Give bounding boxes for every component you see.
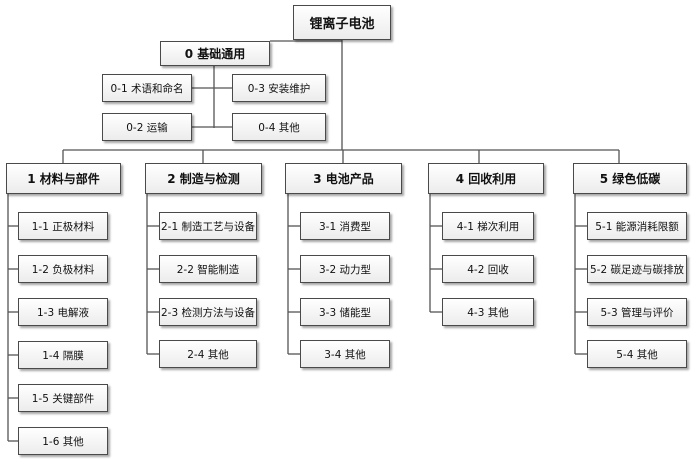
manufacturing-item: 2-4 其他	[159, 340, 257, 368]
item-label: 1-3 电解液	[37, 306, 89, 319]
green-item: 5-4 其他	[587, 340, 687, 368]
root-node: 锂离子电池	[293, 5, 391, 40]
products-item: 3-4 其他	[300, 340, 390, 368]
item-label: 5-2 碳足迹与碳排放	[590, 263, 684, 276]
products-item: 3-3 储能型	[300, 298, 390, 326]
category-label: 2 制造与检测	[167, 172, 240, 186]
item-label: 1-2 负极材料	[31, 263, 95, 276]
products-item: 3-2 动力型	[300, 255, 390, 283]
products-item: 3-1 消费型	[300, 212, 390, 240]
item-label: 0-1 术语和命名	[110, 82, 184, 95]
item-label: 0-4 其他	[258, 121, 300, 134]
manufacturing-item: 2-1 制造工艺与设备	[159, 212, 257, 240]
manufacturing-item: 2-3 检测方法与设备	[159, 298, 257, 326]
category-node-materials: 1 材料与部件	[6, 163, 121, 194]
item-label: 1-6 其他	[42, 435, 84, 448]
category-node-manufacturing: 2 制造与检测	[145, 163, 262, 194]
root-label: 锂离子电池	[309, 17, 375, 32]
item-label: 3-1 消费型	[319, 220, 371, 233]
item-label: 1-5 关键部件	[31, 392, 95, 405]
item-label: 3-2 动力型	[319, 263, 371, 276]
category-node-products: 3 电池产品	[285, 163, 402, 194]
item-label: 4-1 梯次利用	[456, 220, 520, 233]
recycling-item: 4-1 梯次利用	[442, 212, 534, 240]
item-label: 2-4 其他	[187, 348, 229, 361]
item-label: 0-2 运输	[126, 121, 168, 134]
category-label: 5 绿色低碳	[599, 172, 661, 186]
materials-item: 1-5 关键部件	[18, 384, 108, 412]
materials-item: 1-6 其他	[18, 427, 108, 455]
item-label: 4-3 其他	[467, 306, 509, 319]
item-label: 2-2 智能制造	[176, 263, 240, 276]
category-node-green: 5 绿色低碳	[573, 163, 687, 194]
green-item: 5-3 管理与评价	[587, 298, 687, 326]
basic-item-installation: 0-3 安装维护	[232, 74, 326, 102]
materials-item: 1-1 正极材料	[18, 212, 108, 240]
item-label: 3-3 储能型	[319, 306, 371, 319]
materials-item: 1-4 隔膜	[18, 341, 108, 369]
category-label: 3 电池产品	[313, 172, 374, 186]
recycling-item: 4-2 回收	[442, 255, 534, 283]
item-label: 1-4 隔膜	[42, 349, 84, 362]
manufacturing-item: 2-2 智能制造	[159, 255, 257, 283]
item-label: 5-1 能源消耗限额	[595, 220, 679, 233]
category-label: 4 回收利用	[455, 172, 517, 186]
item-label: 1-1 正极材料	[31, 220, 95, 233]
item-label: 5-3 管理与评价	[600, 306, 674, 319]
category-node-recycling: 4 回收利用	[428, 163, 544, 194]
item-label: 2-1 制造工艺与设备	[161, 220, 255, 233]
materials-item: 1-3 电解液	[18, 298, 108, 326]
green-item: 5-2 碳足迹与碳排放	[587, 255, 687, 283]
item-label: 5-4 其他	[616, 348, 658, 361]
item-label: 4-2 回收	[467, 263, 509, 276]
category-label: 0 基础通用	[184, 47, 246, 61]
recycling-item: 4-3 其他	[442, 298, 534, 326]
item-label: 0-3 安装维护	[247, 82, 311, 95]
basic-item-terminology: 0-1 术语和命名	[102, 74, 192, 102]
basic-item-other: 0-4 其他	[232, 113, 326, 141]
item-label: 3-4 其他	[324, 348, 366, 361]
category-label: 1 材料与部件	[27, 172, 100, 186]
green-item: 5-1 能源消耗限额	[587, 212, 687, 240]
basic-item-transport: 0-2 运输	[102, 113, 192, 141]
item-label: 2-3 检测方法与设备	[161, 306, 255, 319]
materials-item: 1-2 负极材料	[18, 255, 108, 283]
category-node-basic: 0 基础通用	[160, 41, 270, 66]
